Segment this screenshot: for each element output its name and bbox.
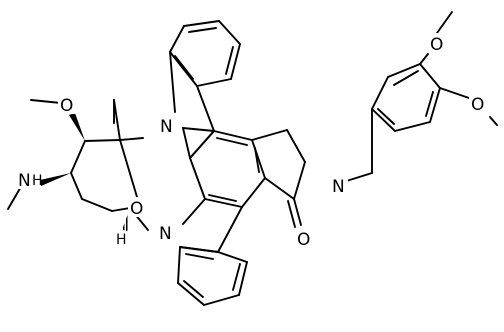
- atom-h-stereo: H: [116, 232, 127, 248]
- dimethoxyphenyl-ring: [371, 53, 498, 132]
- atom-n-lactam: N: [332, 177, 345, 197]
- benzyl-group: [339, 108, 373, 184]
- atom-o-ring: O: [130, 199, 143, 219]
- atom-labels: N N O O N H N O O O H: [17, 33, 487, 250]
- atom-o-aryl-1: O: [430, 35, 443, 55]
- atom-n-amine: N: [18, 171, 31, 191]
- aryl-methoxy-top: [436, 11, 453, 34]
- atom-n-top: N: [160, 117, 173, 137]
- sugar-methoxy: [30, 99, 62, 104]
- lactam-ring: [251, 129, 306, 228]
- bottom-pyrrole-ring: [179, 198, 243, 253]
- atom-n-bottom: N: [159, 224, 172, 244]
- atom-h-amine: H: [32, 173, 43, 189]
- atom-o-methoxy: O: [60, 96, 73, 116]
- top-pyrrole-ring: [169, 51, 215, 159]
- top-benzene-ring: [169, 20, 241, 87]
- atom-o-aryl-2: O: [471, 95, 484, 115]
- atom-o-carbonyl: O: [297, 230, 310, 250]
- bottom-benzene-ring: [177, 246, 248, 306]
- central-benzene-ring: [189, 130, 266, 208]
